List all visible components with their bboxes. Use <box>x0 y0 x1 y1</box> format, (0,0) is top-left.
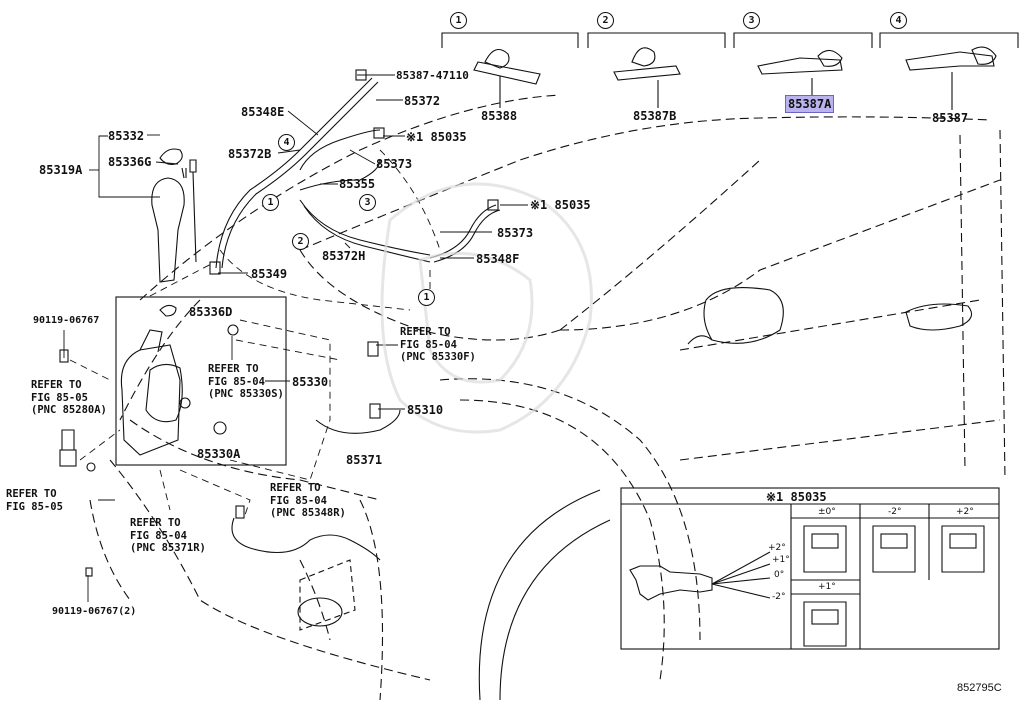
callout-circle-2[interactable]: 2 <box>292 233 309 250</box>
refer-note-85280A[interactable]: REFER TO FIG 85-05 (PNC 85280A) <box>31 379 107 416</box>
door-mirror <box>687 287 973 345</box>
part-label-85387B[interactable]: 85387B <box>633 109 677 123</box>
part-label-85373-a[interactable]: 85373 <box>376 157 413 171</box>
part-label-85387-47110[interactable]: 85387-47110 <box>396 69 469 82</box>
nozzle-85388 <box>473 48 541 85</box>
inset-angle-0: ±0° <box>818 507 836 517</box>
part-label-85330A[interactable]: 85330A <box>197 447 241 461</box>
part-label-85348E[interactable]: 85348E <box>241 105 285 119</box>
part-label-85372H[interactable]: 85372H <box>322 249 366 263</box>
part-label-85310[interactable]: 85310 <box>407 403 444 417</box>
nozzle-85387B <box>613 47 681 81</box>
inset-angle-plus2: +2° <box>956 507 974 517</box>
refer-note-85330S[interactable]: REFER TO FIG 85-04 (PNC 85330S) <box>208 363 284 400</box>
callout-circle-1b[interactable]: 1 <box>418 289 435 306</box>
inset-nozzle-side <box>629 551 771 601</box>
group-2-badge[interactable]: 2 <box>597 12 614 29</box>
bolt-label-1[interactable]: 90119-06767 <box>33 315 100 326</box>
part-label-85336G[interactable]: 85336G <box>108 155 152 169</box>
part-label-85336D[interactable]: 85336D <box>189 305 233 319</box>
part-label-85349[interactable]: 85349 <box>251 267 288 281</box>
part-label-85371[interactable]: 85371 <box>346 453 383 467</box>
group-brackets <box>441 32 1019 110</box>
bolt-label-2[interactable]: 90119-06767(2) <box>52 606 137 617</box>
washer-hoses <box>215 77 501 561</box>
refer-note-85371R[interactable]: REFER TO FIG 85-04 (PNC 85371R) <box>130 517 206 554</box>
leader-lines <box>63 74 528 602</box>
fan-angle-plus1: +1° <box>772 555 790 565</box>
callout-circle-3[interactable]: 3 <box>359 194 376 211</box>
diagram-code: 852795C <box>957 682 1002 694</box>
part-label-85372[interactable]: 85372 <box>404 94 441 108</box>
check-valves <box>209 69 499 519</box>
wheel-arch <box>478 489 611 701</box>
refer-note-85330F[interactable]: REFER TO FIG 85-04 (PNC 85330F) <box>400 326 476 363</box>
watermark <box>380 182 593 434</box>
part-label-85319A[interactable]: 85319A <box>39 163 83 177</box>
fan-angle-plus2: +2° <box>768 543 786 553</box>
dashed-links <box>69 149 441 516</box>
part-label-85330[interactable]: 85330 <box>292 375 329 389</box>
part-label-85348F[interactable]: 85348F <box>476 252 520 266</box>
group-1-badge[interactable]: 1 <box>450 12 467 29</box>
part-label-85332[interactable]: 85332 <box>108 129 145 143</box>
inset-angle-plus1: +1° <box>818 582 836 592</box>
refer-note-85348R[interactable]: REFER TO FIG 85-04 (PNC 85348R) <box>270 482 346 519</box>
nozzle-85387A <box>757 49 843 75</box>
part-label-85355[interactable]: 85355 <box>339 177 376 191</box>
group-4-badge[interactable]: 4 <box>890 12 907 29</box>
part-label-85373-b[interactable]: 85373 <box>497 226 534 240</box>
inset-angle-minus2: -2° <box>888 507 902 517</box>
fog-lamp <box>297 559 356 631</box>
fan-angle-minus2: -2° <box>772 592 786 602</box>
callout-circle-1a[interactable]: 1 <box>262 194 279 211</box>
part-label-85387[interactable]: 85387 <box>932 111 969 125</box>
part-label-85372B[interactable]: 85372B <box>228 147 272 161</box>
part-label-85035-top[interactable]: ※1 85035 <box>406 130 467 144</box>
inset-nozzle-views <box>803 525 985 647</box>
fan-angle-0: 0° <box>774 570 785 580</box>
part-label-85388[interactable]: 85388 <box>481 109 518 123</box>
car-body <box>89 94 1006 701</box>
nozzle-85387 <box>905 46 997 71</box>
inset-title: ※1 85035 <box>766 490 827 504</box>
inset-frame <box>620 487 1000 650</box>
group-3-badge[interactable]: 3 <box>743 12 760 29</box>
part-label-85035-mid[interactable]: ※1 85035 <box>530 198 591 212</box>
part-label-85387A-highlighted[interactable]: 85387A <box>784 95 835 113</box>
pump <box>59 349 96 577</box>
refer-note-85-05[interactable]: REFER TO FIG 85-05 <box>6 488 63 513</box>
filler-neck <box>151 148 197 283</box>
callout-circle-4[interactable]: 4 <box>278 134 295 151</box>
